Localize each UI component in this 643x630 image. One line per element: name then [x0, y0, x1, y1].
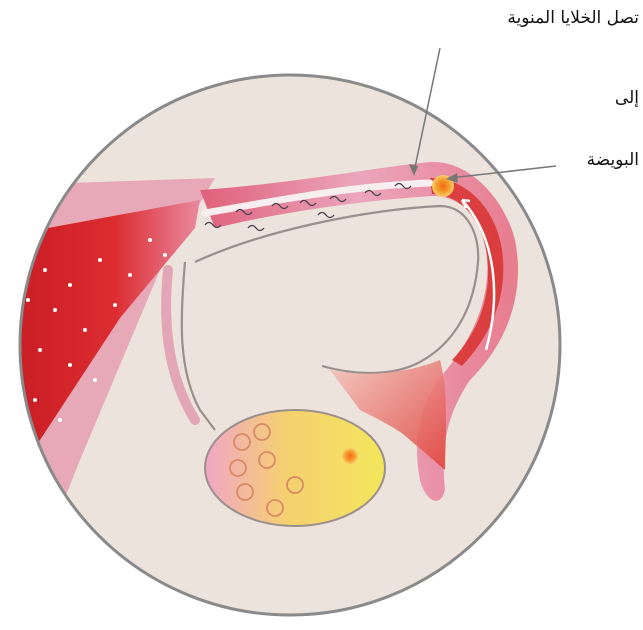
ovary-egg [342, 448, 358, 464]
ovary [205, 410, 385, 526]
label-sperm-reach: تصل الخلايا المنوية [507, 8, 639, 28]
label-ovum: البويضة [587, 150, 639, 170]
label-to: إلى [615, 88, 639, 108]
